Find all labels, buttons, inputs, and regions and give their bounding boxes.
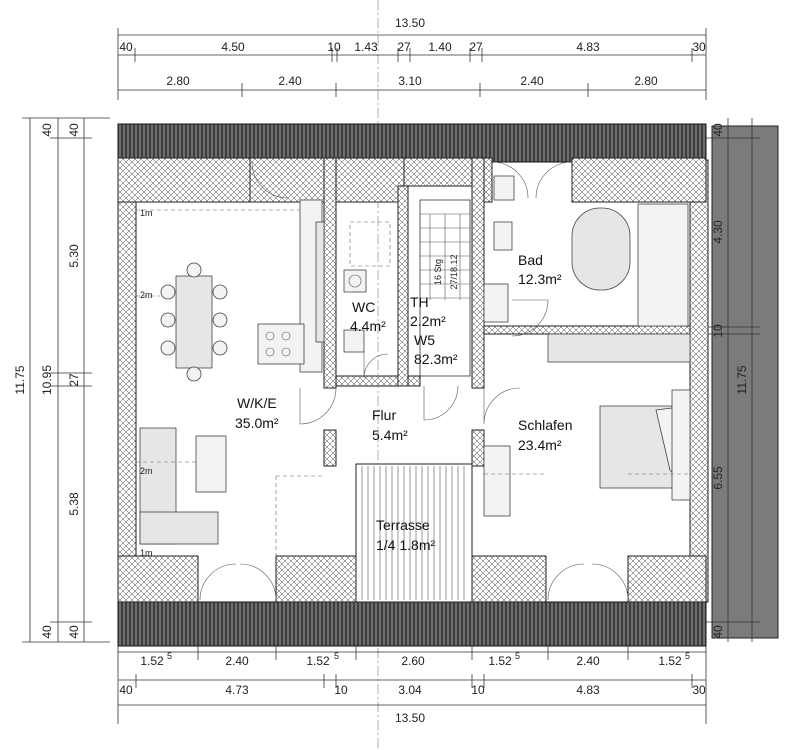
room-area-flur: 5.4m² bbox=[372, 427, 408, 443]
right-roof-overhang bbox=[711, 125, 779, 639]
dim-left-outer: 11.75 bbox=[13, 365, 27, 394]
dim-bot-r1-6: 1.52 bbox=[658, 654, 682, 668]
mark-1m-top: 1m bbox=[140, 208, 153, 218]
roof-strip-bottom bbox=[117, 601, 707, 647]
dim-left-part-1: 5.30 bbox=[67, 244, 81, 268]
dim-bot-r1-0: 1.52 bbox=[140, 654, 164, 668]
svg-text:5: 5 bbox=[167, 651, 172, 661]
svg-text:5: 5 bbox=[334, 651, 339, 661]
dim-top-r2-4: 2.80 bbox=[634, 74, 658, 88]
dim-top-r1-1: 4.50 bbox=[221, 40, 245, 54]
dim-top-r1-6: 27 bbox=[469, 40, 483, 54]
dim-top-r2-1: 2.40 bbox=[278, 74, 302, 88]
dim-top-r1-8: 30 bbox=[692, 40, 706, 54]
svg-text:5: 5 bbox=[515, 651, 520, 661]
dim-right-part-2: 6.55 bbox=[711, 466, 725, 490]
dim-bot-r2-2: 10 bbox=[334, 683, 348, 697]
room-area-th: 2.2m² bbox=[410, 313, 446, 329]
dim-bot-r1-4: 1.52 bbox=[488, 654, 512, 668]
dim-bot-r2-4: 10 bbox=[471, 683, 485, 697]
dim-bot-r1-5: 2.40 bbox=[576, 654, 600, 668]
dim-top-r1-5: 1.40 bbox=[428, 40, 452, 54]
wc-fixtures bbox=[343, 221, 391, 353]
right-dimension-chain: 40 4.30 10 6.55 40 11.75 bbox=[706, 118, 779, 642]
dim-bot-r2-6: 30 bbox=[692, 683, 706, 697]
room-area-terrasse: 1/4 1.8m² bbox=[376, 537, 435, 553]
doors bbox=[199, 161, 629, 601]
dim-bot-r2-3: 3.04 bbox=[398, 683, 422, 697]
dim-bot-r2-1: 4.73 bbox=[225, 683, 249, 697]
dim-left-inner-0: 40 bbox=[67, 123, 81, 137]
dim-left-part-3: 5.38 bbox=[67, 492, 81, 516]
room-label-bad: Bad bbox=[518, 252, 543, 268]
dim-top-r2-3: 2.40 bbox=[520, 74, 544, 88]
dim-bot-r1-3: 2.60 bbox=[401, 654, 425, 668]
top-dimension-chain: 13.50 40 4.50 10 1.43 27 1.40 27 4.83 30… bbox=[117, 16, 707, 100]
room-label-schlafen: Schlafen bbox=[518, 417, 572, 433]
sofa bbox=[139, 427, 227, 545]
dim-top-r1-4: 27 bbox=[397, 40, 411, 54]
mark-1m-bottom: 1m bbox=[140, 548, 153, 558]
dim-left-part-0: 40 bbox=[40, 123, 54, 137]
mark-2m-b: 2m bbox=[140, 466, 153, 476]
room-label-th: TH bbox=[410, 294, 429, 310]
dim-top-total: 13.50 bbox=[395, 16, 425, 30]
left-dimension-chain: 11.75 10.95 40 5.30 27 5.38 40 40 40 bbox=[13, 117, 110, 643]
svg-text:5: 5 bbox=[685, 651, 690, 661]
dim-left-mid: 10.95 bbox=[40, 365, 54, 395]
dim-bot-r1-2: 1.52 bbox=[306, 654, 330, 668]
bath-fixtures bbox=[483, 175, 689, 327]
bottom-dimension-chain: 1.52 5 2.40 1.52 5 2.60 1.52 5 2.40 1.52… bbox=[117, 646, 707, 725]
dim-top-r2-2: 3.10 bbox=[398, 74, 422, 88]
dim-right-inner-1: 40 bbox=[711, 625, 725, 639]
stair-dim-label: 27/18.12 bbox=[449, 254, 459, 289]
dining-table bbox=[160, 262, 228, 382]
room-label-w5: W5 bbox=[414, 332, 435, 348]
room-area-wc: 4.4m² bbox=[350, 318, 386, 334]
room-label-wke: W/K/E bbox=[237, 395, 277, 411]
dim-bot-r2-0: 40 bbox=[119, 683, 133, 697]
room-label-wc: WC bbox=[352, 299, 375, 315]
terrace-deck bbox=[355, 463, 473, 603]
dim-bot-r2-5: 4.83 bbox=[576, 683, 600, 697]
room-label-terrasse: Terrasse bbox=[376, 517, 430, 533]
dim-top-r2-0: 2.80 bbox=[166, 74, 190, 88]
room-area-w5: 82.3m² bbox=[414, 351, 458, 367]
room-area-bad: 12.3m² bbox=[518, 271, 562, 287]
dim-top-r1-0: 40 bbox=[119, 40, 133, 54]
dim-top-r1-2: 10 bbox=[327, 40, 341, 54]
dim-top-r1-7: 4.83 bbox=[576, 40, 600, 54]
dim-right-part-1: 10 bbox=[711, 324, 725, 338]
dim-right-part-0: 4.30 bbox=[711, 220, 725, 244]
walls bbox=[117, 157, 709, 603]
room-area-wke: 35.0m² bbox=[235, 415, 279, 431]
room-area-schlafen: 23.4m² bbox=[518, 437, 562, 453]
room-label-flur: Flur bbox=[372, 407, 396, 423]
roof-strip-top bbox=[117, 123, 707, 163]
dim-bot-r1-1: 2.40 bbox=[225, 654, 249, 668]
dim-right-inner-0: 40 bbox=[711, 123, 725, 137]
dim-bottom-total: 13.50 bbox=[395, 711, 425, 725]
mark-2m-a: 2m bbox=[140, 290, 153, 300]
staircase: 16 Stg 27/18.12 bbox=[419, 199, 471, 377]
dim-left-part-4: 40 bbox=[40, 625, 54, 639]
dim-left-part-2: 27 bbox=[67, 373, 81, 387]
dim-right-outer: 11.75 bbox=[735, 365, 749, 394]
dim-left-inner-1: 40 bbox=[67, 625, 81, 639]
dim-top-r1-3: 1.43 bbox=[354, 40, 378, 54]
kitchen-counter bbox=[257, 199, 325, 373]
bedroom-furniture bbox=[483, 333, 691, 517]
stair-count-label: 16 Stg bbox=[433, 259, 443, 285]
